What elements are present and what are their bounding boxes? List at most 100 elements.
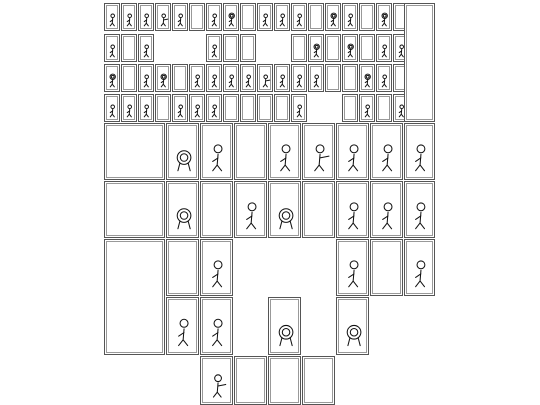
comic-panel (325, 64, 341, 92)
stick-figure (346, 324, 362, 347)
panel-blank (377, 95, 391, 121)
comic-panel (200, 123, 233, 180)
stick-figure (212, 144, 223, 172)
panel-blank (360, 4, 374, 30)
stick-figure (278, 324, 294, 347)
comic-panel (342, 94, 358, 122)
stick-figure (262, 74, 271, 88)
comic-panel (223, 3, 239, 31)
comic-panel (376, 3, 392, 31)
comic-panel (121, 34, 137, 62)
comic-panel (200, 356, 233, 405)
comic-panel (308, 64, 324, 92)
comic-panel (172, 64, 188, 92)
comic-panel (234, 123, 267, 180)
panel-blank (235, 124, 266, 179)
comic-panel (268, 123, 301, 180)
comic-panel (336, 123, 369, 180)
stick-figure (347, 43, 354, 58)
stick-figure (194, 74, 200, 88)
comic-panel (121, 3, 137, 31)
panel-blank (105, 124, 164, 179)
stick-figure (415, 202, 426, 230)
panel-blank (343, 65, 357, 91)
comic-panel (404, 123, 435, 180)
comic-panel (223, 34, 239, 62)
stick-figure (246, 202, 257, 230)
comic-panel (342, 3, 358, 31)
comic-panel (268, 297, 301, 355)
panel-blank (275, 95, 289, 121)
comic-panel (302, 356, 335, 405)
stick-figure (296, 74, 302, 88)
comic-panel (336, 239, 369, 296)
comic-panel (274, 94, 290, 122)
comic-panel (376, 34, 392, 62)
comic-panel (189, 3, 205, 31)
stick-figure (278, 208, 294, 230)
comic-panel (240, 94, 256, 122)
comic-panel (240, 64, 256, 92)
comic-panel (172, 94, 188, 122)
stick-figure (348, 202, 359, 230)
panel-blank (122, 65, 136, 91)
panel-blank (326, 65, 340, 91)
stick-figure (364, 73, 371, 88)
stick-figure (364, 104, 370, 118)
panel-blank (269, 357, 300, 404)
stick-figure (212, 318, 223, 347)
panel-blank (122, 35, 136, 61)
stick-figure (109, 104, 115, 118)
panel-blank (371, 240, 402, 295)
stick-figure (160, 13, 169, 27)
comic-panel (172, 3, 188, 31)
panel-blank (405, 4, 434, 121)
panel-blank (201, 182, 232, 237)
comic-panel (268, 356, 301, 405)
stick-figure (211, 74, 217, 88)
comic-panel (404, 3, 435, 122)
panel-blank (190, 4, 204, 30)
comic-panel (121, 64, 137, 92)
comic-panel (223, 64, 239, 92)
comic-panel (240, 3, 256, 31)
comic-panel (138, 34, 154, 62)
stick-figure (398, 104, 404, 118)
comic-panel (291, 34, 307, 62)
panel-blank (224, 35, 238, 61)
stick-figure (347, 13, 353, 27)
stick-figure (212, 374, 227, 398)
comic-panel (359, 34, 375, 62)
stick-figure (143, 13, 149, 27)
panel-blank (360, 35, 374, 61)
comic-panel (370, 181, 403, 238)
comic-panel (104, 94, 120, 122)
stick-figure (143, 74, 149, 88)
comic-panel (291, 64, 307, 92)
comic-panel (376, 94, 392, 122)
stick-figure (245, 74, 251, 88)
stick-figure (228, 74, 234, 88)
panel-blank (167, 240, 198, 295)
panel-blank (105, 182, 164, 237)
comic-panel (308, 34, 324, 62)
panel-blank (326, 35, 340, 61)
comic-panel (325, 3, 341, 31)
comic-panel (308, 3, 324, 31)
comic-panel (206, 3, 222, 31)
comic-panel (166, 297, 199, 355)
stick-figure (348, 144, 359, 172)
comic-panel (291, 3, 307, 31)
panel-blank (343, 95, 357, 121)
stick-figure (109, 73, 116, 88)
comic-panel (138, 64, 154, 92)
stick-figure (228, 12, 235, 27)
stick-figure (398, 44, 404, 58)
comic-panel (336, 181, 369, 238)
stick-figure (194, 104, 200, 118)
comic-panel (104, 64, 120, 92)
stick-figure (109, 44, 115, 58)
stick-figure (382, 202, 393, 230)
panel-blank (241, 35, 255, 61)
